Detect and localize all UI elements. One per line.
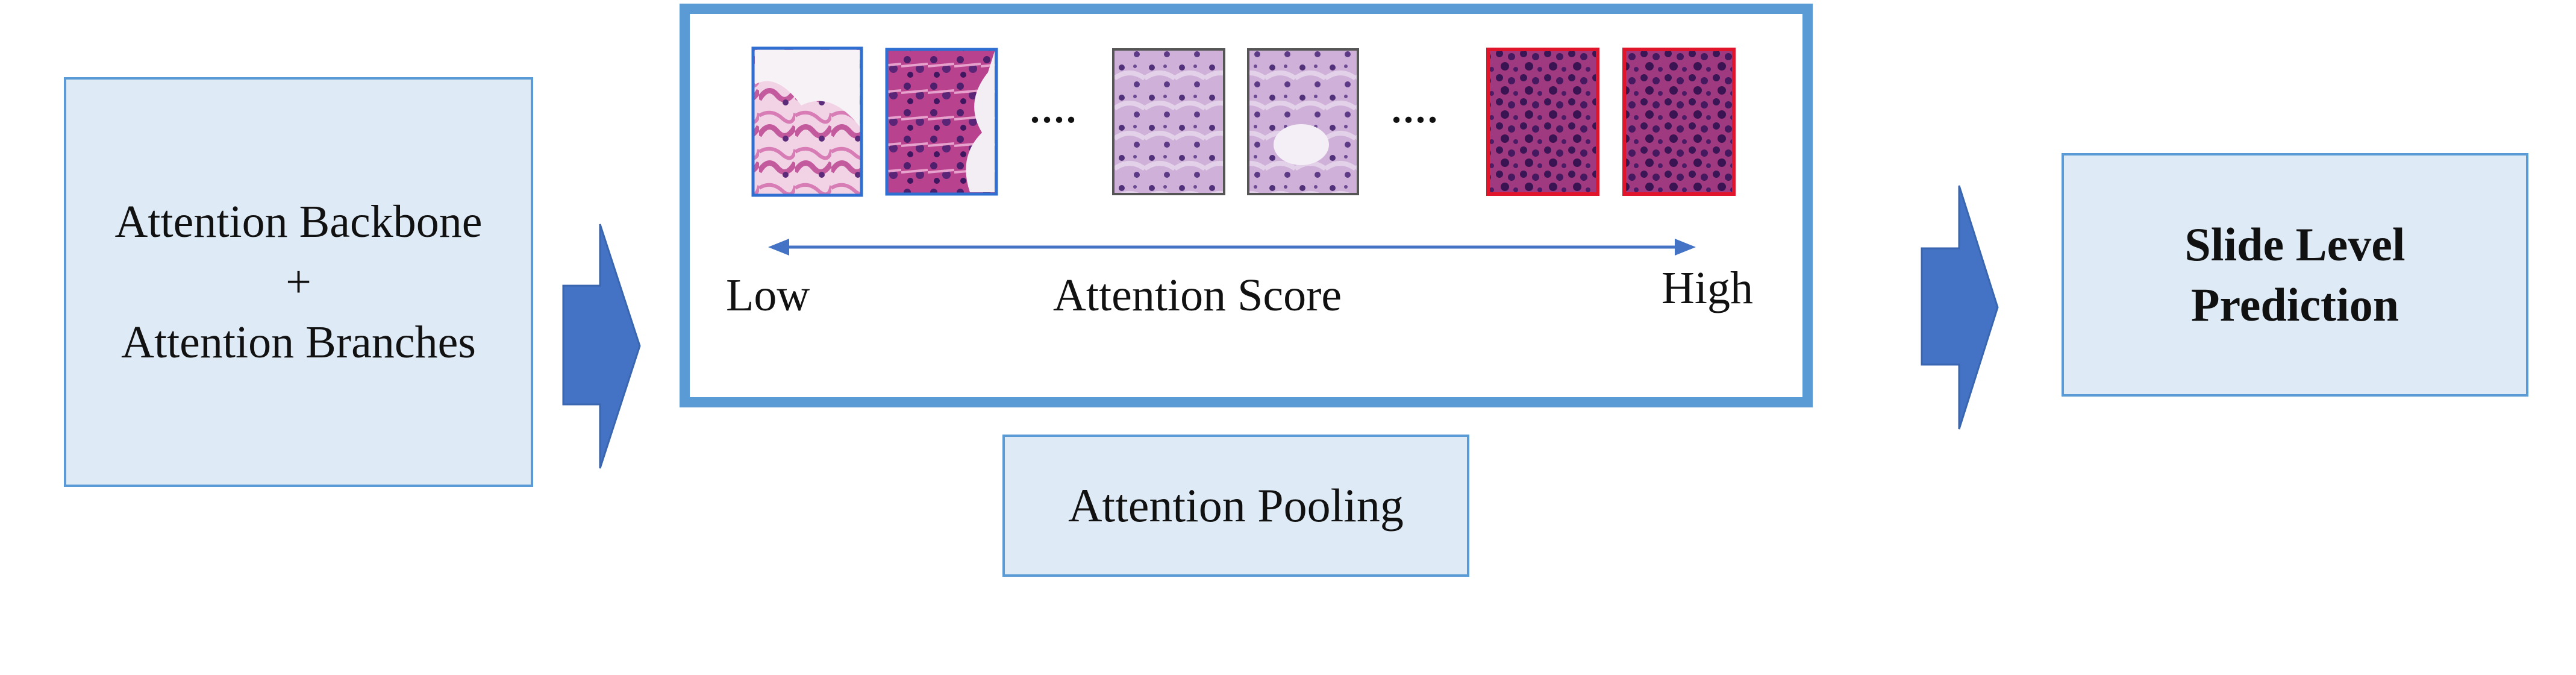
ellipsis-right: ....	[1392, 88, 1440, 131]
attention-pooling-box: Attention Pooling	[1002, 435, 1469, 577]
scale-low-label: Low	[726, 270, 810, 321]
slide-line-2: Prediction	[2190, 278, 2399, 331]
ellipsis-left: ....	[1030, 88, 1078, 131]
arrow-right-icon	[562, 224, 641, 469]
backbone-line-3: Attention Branches	[121, 317, 476, 368]
axis-arrowhead-left-icon	[768, 239, 789, 256]
backbone-plus: +	[286, 257, 311, 307]
arrow-right-icon	[1921, 185, 1999, 430]
slide-level-prediction-box: Slide Level Prediction	[2062, 153, 2528, 397]
pooling-label: Attention Pooling	[1068, 479, 1404, 532]
patch-mid-1	[1112, 48, 1225, 195]
patch-high-1	[1486, 48, 1599, 196]
patch-low-1-background	[755, 50, 860, 127]
scale-title: Attention Score	[1053, 270, 1342, 321]
backbone-line-1: Attention Backbone	[114, 196, 483, 247]
patch-mid-2-lumen	[1274, 124, 1329, 165]
patch-high-2	[1622, 48, 1736, 196]
axis-arrowhead-right-icon	[1675, 239, 1696, 256]
patch-mid-2	[1247, 48, 1359, 195]
slide-line-1: Slide Level	[2184, 218, 2406, 271]
scale-high-label: High	[1662, 263, 1753, 313]
attention-backbone-box: Attention Backbone + Attention Branches	[64, 77, 533, 487]
patch-low-2-background	[966, 51, 995, 192]
